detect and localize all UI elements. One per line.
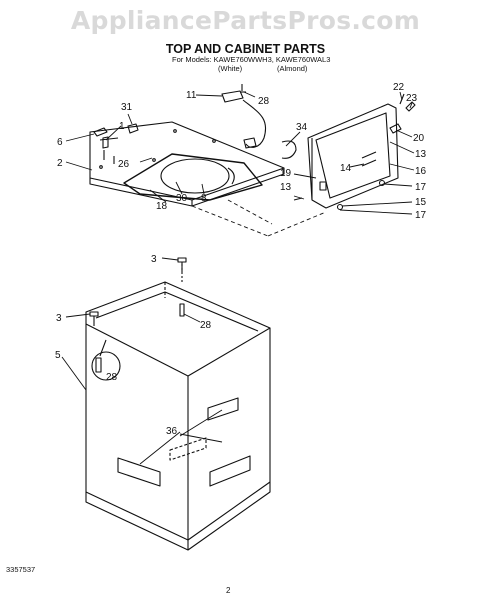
lid-switch-harness	[221, 84, 266, 149]
callout-3b: 3	[56, 313, 62, 324]
callout-3: 3	[151, 254, 157, 265]
callout-26: 26	[118, 159, 130, 170]
watermark: AppliancePartsPros.com	[70, 6, 421, 35]
callout-31: 31	[121, 102, 133, 113]
cabinet-top	[89, 121, 285, 207]
models-line: For Models: KAWE760WWH3, KAWE760WAL3	[172, 55, 331, 64]
variant-almond: (Almond)	[277, 64, 308, 73]
clip-detail-circle	[91, 351, 121, 381]
callout-28: 28	[258, 96, 270, 107]
lid-assembly	[293, 93, 416, 211]
callout-14: 14	[340, 163, 352, 174]
callout-20: 20	[413, 133, 425, 144]
callout-17b: 17	[415, 210, 427, 221]
callout-5: 5	[55, 350, 61, 361]
callout-13: 13	[415, 149, 427, 160]
callout-36: 36	[166, 426, 178, 437]
variant-white: (White)	[218, 64, 243, 73]
cabinet-body	[85, 281, 271, 551]
callout-28c: 28	[106, 372, 118, 383]
callout-30: 30	[176, 193, 188, 204]
callout-11: 11	[186, 90, 197, 101]
callout-18: 18	[156, 201, 168, 212]
callout-1: 1	[119, 121, 125, 132]
callout-17: 17	[415, 182, 427, 193]
callout-6: 6	[57, 137, 63, 148]
callout-22: 22	[393, 82, 405, 93]
callout-28b: 28	[200, 320, 212, 331]
lid-strike	[281, 140, 297, 159]
callout-23: 23	[406, 93, 418, 104]
hinge-hardware	[93, 123, 139, 164]
page-number: 2	[226, 586, 231, 595]
callout-13b: 13	[280, 182, 292, 193]
callout-leaders	[61, 91, 415, 465]
callout-16: 16	[415, 166, 427, 177]
callout-8: 8	[201, 193, 207, 204]
document-number: 3357537	[6, 565, 36, 574]
diagram-title: TOP AND CABINET PARTS	[165, 42, 326, 56]
callout-34: 34	[296, 122, 308, 133]
callout-2: 2	[57, 158, 63, 169]
callout-19: 19	[280, 168, 292, 179]
callout-15: 15	[415, 197, 427, 208]
